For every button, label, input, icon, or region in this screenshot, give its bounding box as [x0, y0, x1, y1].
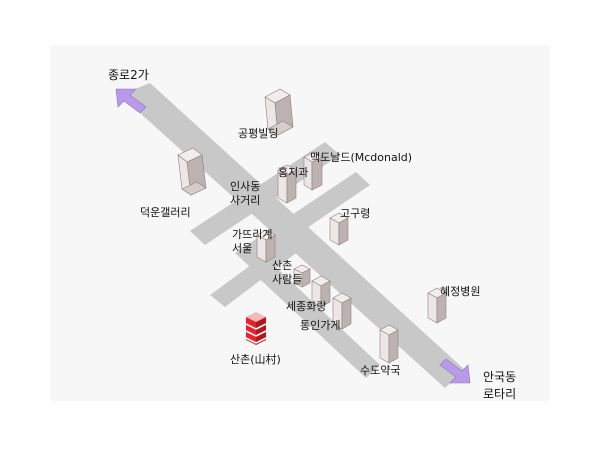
road-network [120, 83, 465, 388]
building-hongjigwa [277, 164, 297, 204]
label-sanchon-1: 산촌 [272, 259, 292, 272]
building-tongin [332, 292, 352, 330]
building-gogureong [329, 212, 349, 246]
cross-road-upper [190, 142, 340, 245]
label-hongjigwa: 홍지과 [278, 165, 308, 179]
label-hyejeong: 혜정병원 [440, 285, 480, 298]
building-hyejeong [427, 287, 447, 324]
label-sanchon-main: 산촌(山村) [230, 352, 281, 366]
label-sudo: 수도약국 [360, 363, 400, 377]
building-sejong [311, 275, 331, 308]
label-insadong-1: 인사동 [230, 180, 260, 193]
arrow-anguk-icon [439, 358, 471, 384]
label-gatteuri-1: 가뜨리계 [232, 228, 272, 241]
arrow-jongno [115, 88, 147, 114]
arrow-icon [115, 88, 147, 114]
branch-road-lower [250, 257, 380, 378]
striped-tower-icon [245, 312, 267, 345]
map-labels: 종로2가 안국동 로타리 공평빌딩 맥도날드(Mcdonald) 홍지과 인사동… [108, 68, 516, 401]
building-sudo [379, 324, 399, 364]
label-anguk-2: 로타리 [483, 387, 516, 401]
label-tongin: 통인가게 [300, 319, 340, 332]
building-mcdonald [303, 151, 323, 191]
building-gatteuri [256, 229, 276, 263]
label-insadong-2: 사거리 [230, 194, 260, 207]
buildings [177, 88, 447, 364]
map-canvas: 종로2가 안국동 로타리 공평빌딩 맥도날드(Mcdonald) 홍지과 인사동… [108, 68, 516, 401]
label-deoksun: 덕운갤러리 [140, 206, 191, 219]
label-mcdonald: 맥도날드(Mcdonald) [310, 151, 412, 164]
building-deoksun [177, 147, 207, 196]
label-gogureong: 고구령 [340, 207, 370, 220]
building-gongpyeong [264, 88, 294, 136]
label-sejong: 세종화랑 [286, 300, 326, 313]
building-sanchon-people [293, 264, 311, 288]
label-anguk-1: 안국동 [483, 370, 516, 384]
label-jongno2ga: 종로2가 [108, 68, 149, 82]
map-panel: 종로2가 안국동 로타리 공평빌딩 맥도날드(Mcdonald) 홍지과 인사동… [50, 45, 550, 401]
label-gongpyeong: 공평빌딩 [238, 127, 278, 140]
label-gatteuri-2: 서울 [232, 242, 252, 255]
label-sanchon-2: 사람들 [272, 273, 302, 286]
